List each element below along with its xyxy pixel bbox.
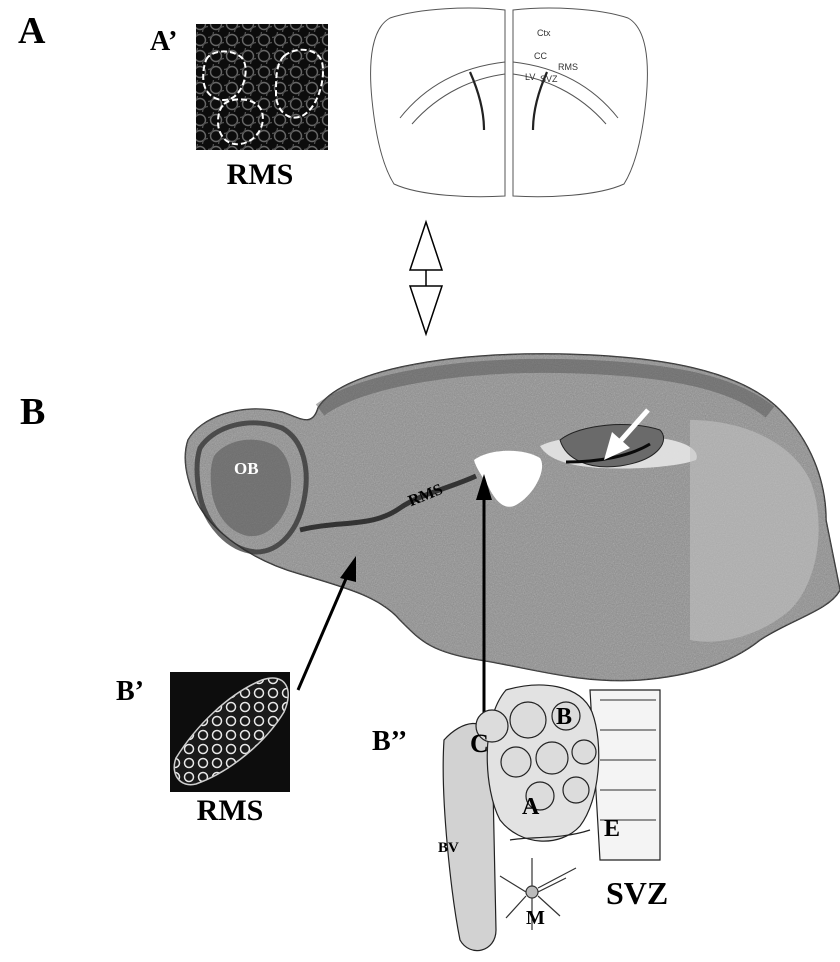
b-prime-caption: RMS: [197, 794, 264, 827]
panel-a-label: A: [18, 10, 46, 52]
hourglass-section-marker: [410, 222, 442, 334]
svz-schematic-label: SVZ: [540, 74, 558, 84]
a-prime-caption: RMS: [227, 158, 294, 191]
sagittal-brain-section: [185, 354, 840, 681]
ctx-label: Ctx: [537, 28, 551, 38]
cell-m-label: M: [526, 907, 545, 929]
cell-a-label: A: [522, 794, 540, 820]
cell-b-label: B: [556, 704, 572, 730]
cell-e-label: E: [604, 816, 620, 842]
panel-b-prime-label: B’: [116, 676, 144, 707]
panel-b-label: B: [20, 391, 45, 433]
lv-label: LV: [525, 72, 535, 82]
panel-b-double-prime-label: B’’: [372, 726, 407, 757]
bv-label: BV: [438, 840, 459, 856]
cc-label: CC: [534, 51, 547, 61]
a-prime-micrograph: [196, 24, 328, 150]
panel-a-prime-label: A’: [150, 26, 177, 57]
coronal-brain-schematic: [371, 8, 648, 197]
rms-schematic-label: RMS: [558, 62, 578, 72]
svz-label: SVZ: [606, 875, 668, 911]
ob-label: OB: [234, 459, 259, 478]
b-prime-micrograph: [170, 672, 290, 792]
cell-c-label: C: [470, 729, 489, 758]
